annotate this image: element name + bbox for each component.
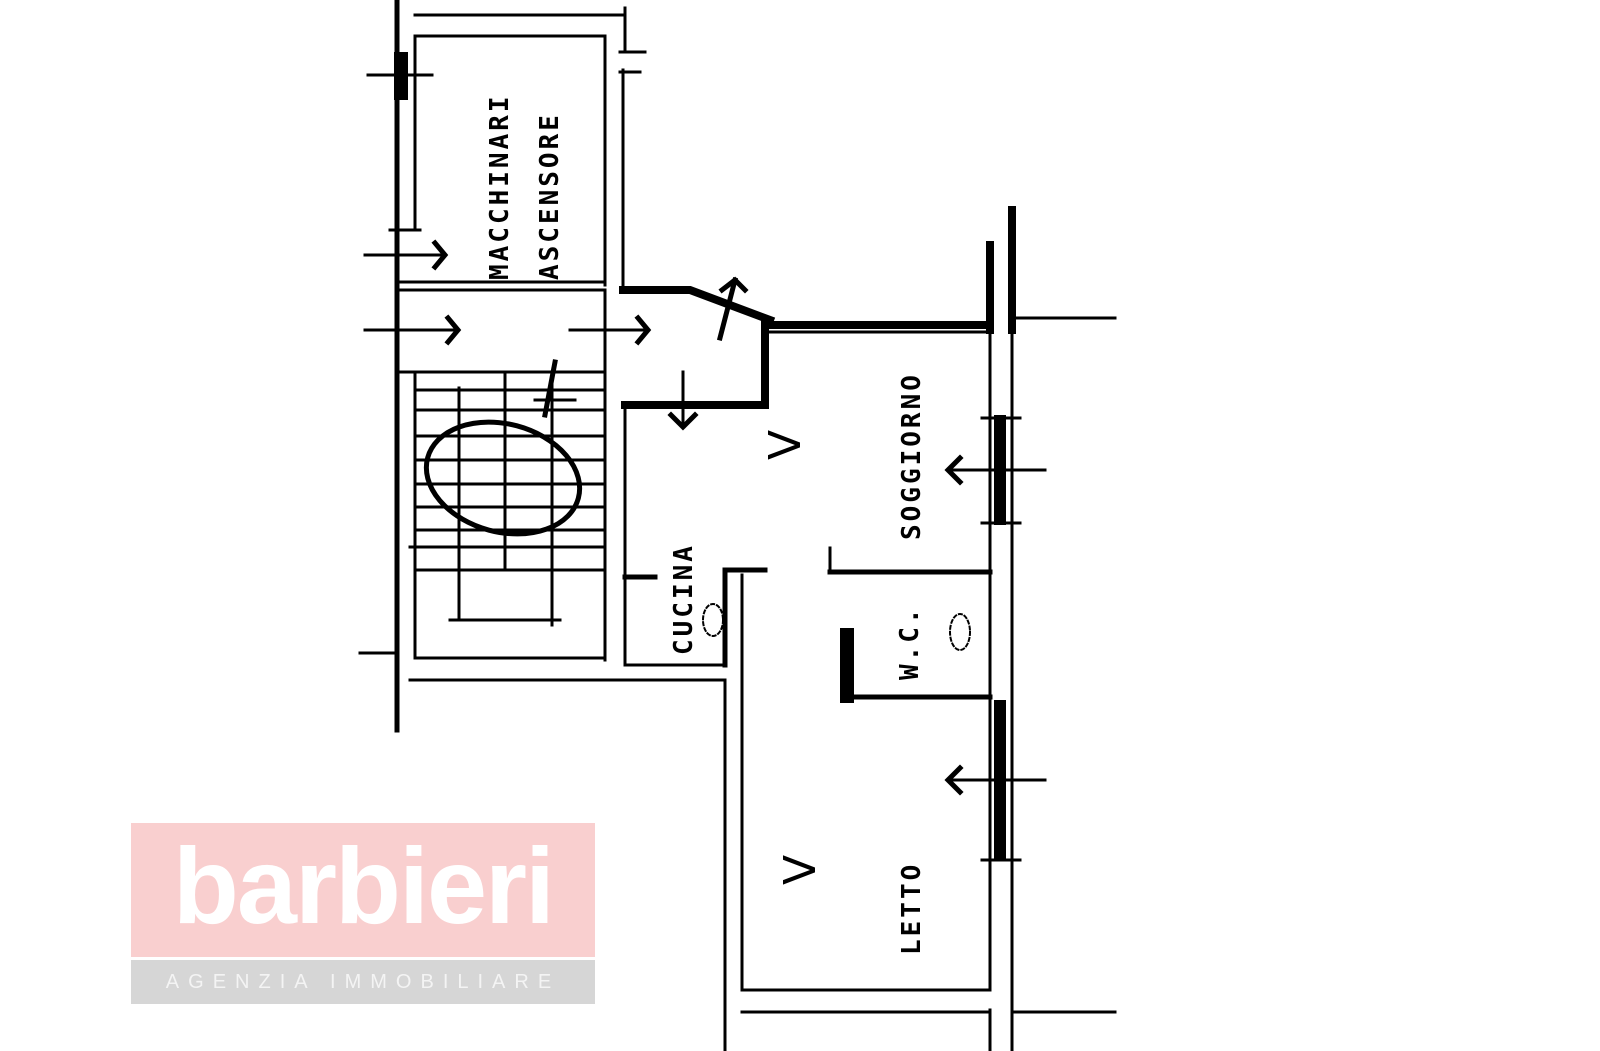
staircase [408,359,607,627]
building-walls [358,0,727,733]
label-kitchen: CUCINA [669,543,699,655]
sink-icon [702,603,724,637]
watermark-subtitle-panel: AGENZIA IMMOBILIARE [131,960,595,1004]
label-bedroom: LETTO [897,862,927,955]
apartment-walls [619,206,1117,1051]
toilet-icon [949,613,971,651]
window-mark-living: V [760,430,811,460]
label-machine-room-2: ASCENSORE [535,112,565,280]
fixtures [702,603,971,651]
window-mark-bedroom: V [775,855,826,885]
watermark-brand: barbieri [172,825,555,946]
label-living-room: SOGGIORNO [897,372,927,540]
watermark-brand-panel: barbieri [131,823,595,957]
watermark-subtitle: AGENZIA IMMOBILIARE [165,970,561,993]
agency-watermark: barbieri AGENZIA IMMOBILIARE [131,823,595,1004]
room-labels: MACCHINARI ASCENSORE SOGGIORNO CUCINA W.… [485,93,927,955]
orientation-arrows [363,239,1047,796]
label-wc: W.C. [895,605,925,680]
label-machine-room-1: MACCHINARI [485,93,515,280]
